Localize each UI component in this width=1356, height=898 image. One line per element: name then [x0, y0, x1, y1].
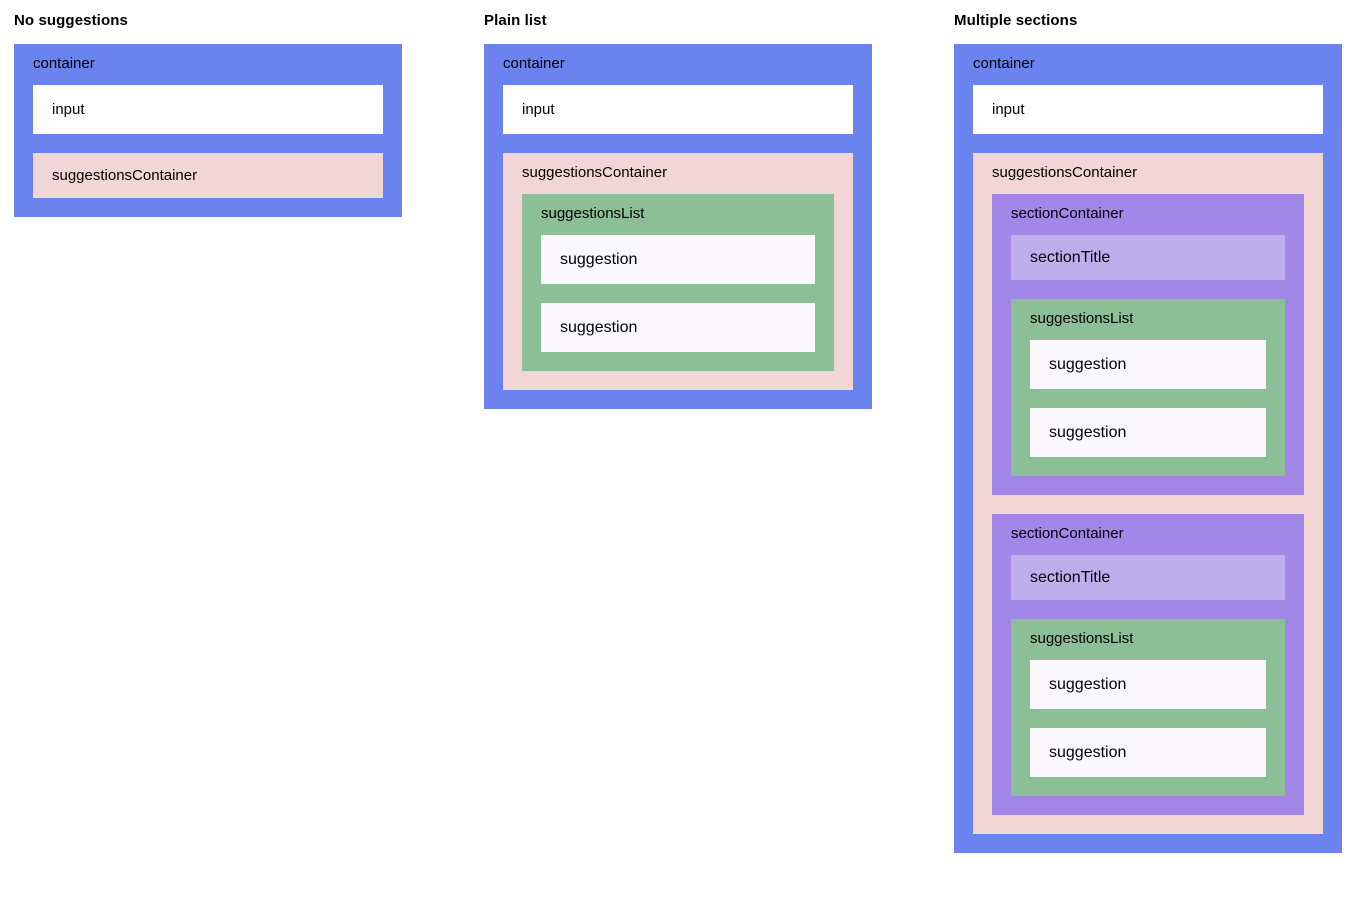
- section-container-label: sectionContainer: [1011, 205, 1124, 222]
- suggestion-item[interactable]: suggestion: [1030, 660, 1266, 709]
- section-title-label: sectionTitle: [1030, 248, 1111, 266]
- suggestions-container-label: suggestionsContainer: [52, 166, 198, 184]
- section-container-box: sectionContainer sectionTitle suggestion…: [992, 514, 1304, 815]
- container-box[interactable]: container input suggestionsContainer sug…: [484, 44, 872, 409]
- suggestion-item[interactable]: suggestion: [541, 303, 815, 352]
- suggestion-label: suggestion: [560, 318, 638, 336]
- suggestions-container-box: suggestionsContainer: [33, 153, 383, 198]
- variant-column-multiple-sections: Multiple sections container input sugges…: [954, 0, 1342, 853]
- suggestion-label: suggestion: [1049, 675, 1127, 693]
- suggestion-label: suggestion: [1049, 423, 1127, 441]
- section-title-box: sectionTitle: [1011, 235, 1285, 280]
- variant-column-no-suggestions: No suggestions container input suggestio…: [14, 0, 402, 217]
- suggestions-list-box: suggestionsList suggestion suggestion: [522, 194, 834, 371]
- suggestion-item[interactable]: suggestion: [1030, 728, 1266, 777]
- input-box[interactable]: input: [973, 85, 1323, 134]
- section-title-label: sectionTitle: [1030, 568, 1111, 586]
- suggestion-label: suggestion: [560, 250, 638, 268]
- suggestions-list-label: suggestionsList: [1030, 310, 1134, 327]
- input-label: input: [992, 100, 1025, 118]
- input-box[interactable]: input: [33, 85, 383, 134]
- suggestions-list-label: suggestionsList: [541, 205, 645, 222]
- container-box[interactable]: container input suggestionsContainer: [14, 44, 402, 217]
- column-title: Multiple sections: [954, 12, 1078, 29]
- suggestion-label: suggestion: [1049, 355, 1127, 373]
- container-label: container: [973, 55, 1035, 72]
- suggestions-container-label: suggestionsContainer: [522, 164, 668, 181]
- suggestions-container-box: suggestionsContainer sectionContainer se…: [973, 153, 1323, 834]
- input-label: input: [522, 100, 555, 118]
- suggestions-container-label: suggestionsContainer: [992, 164, 1138, 181]
- input-label: input: [52, 100, 85, 118]
- suggestions-list-box: suggestionsList suggestion suggestion: [1011, 299, 1285, 476]
- container-label: container: [503, 55, 565, 72]
- suggestions-list-label: suggestionsList: [1030, 630, 1134, 647]
- container-box[interactable]: container input suggestionsContainer sec…: [954, 44, 1342, 853]
- variant-column-plain-list: Plain list container input suggestionsCo…: [484, 0, 872, 409]
- suggestions-container-box: suggestionsContainer suggestionsList sug…: [503, 153, 853, 390]
- column-title: No suggestions: [14, 12, 128, 29]
- input-box[interactable]: input: [503, 85, 853, 134]
- suggestions-list-box: suggestionsList suggestion suggestion: [1011, 619, 1285, 796]
- container-label: container: [33, 55, 95, 72]
- column-title: Plain list: [484, 12, 547, 29]
- suggestion-label: suggestion: [1049, 743, 1127, 761]
- suggestion-item[interactable]: suggestion: [1030, 408, 1266, 457]
- section-container-box: sectionContainer sectionTitle suggestion…: [992, 194, 1304, 495]
- suggestion-item[interactable]: suggestion: [541, 235, 815, 284]
- section-title-box: sectionTitle: [1011, 555, 1285, 600]
- suggestion-item[interactable]: suggestion: [1030, 340, 1266, 389]
- section-container-label: sectionContainer: [1011, 525, 1124, 542]
